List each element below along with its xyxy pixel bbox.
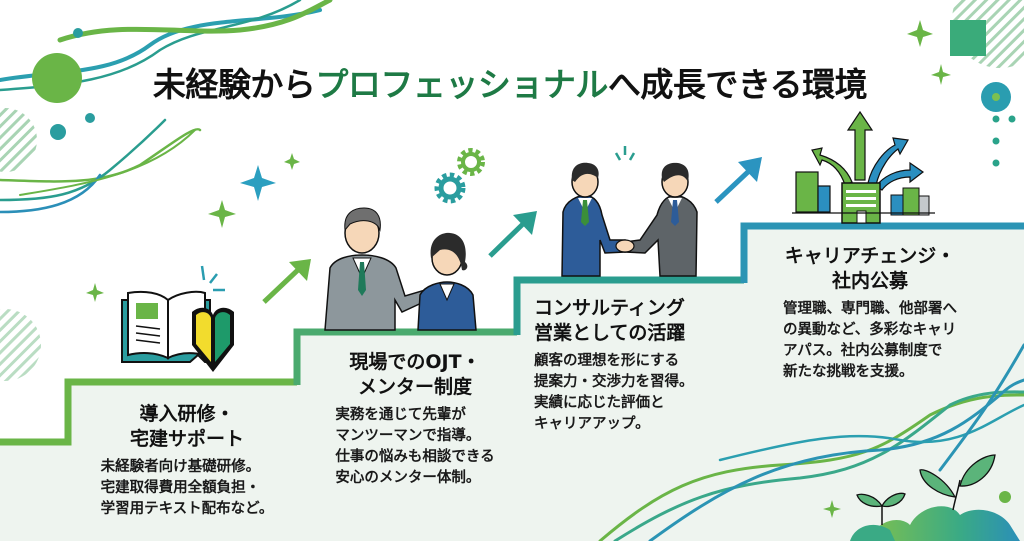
step-description-line: アパス。社内公募制度で [783, 343, 943, 359]
decor-dot [85, 113, 95, 123]
up-arrow-icon [488, 211, 537, 258]
step-description: 顧客の理想を形にする 提案力・交渉力を習得。 実績に応じた評価と キャリアアップ… [534, 351, 694, 435]
decor-dots [992, 115, 1016, 167]
step-heading-line: 営業としての活躍 [534, 322, 686, 344]
step-description-line: 実務を通じて先輩が [335, 407, 466, 423]
step-heading: 現場でのOJT・ メンター制度 [310, 350, 520, 400]
step-description-line: 管理職、専門職、他部署へ [783, 301, 957, 317]
step-heading: 導入研修・ 宅建サポート [82, 402, 292, 452]
decor-circle-green [32, 53, 82, 103]
step-3-card: コンサルティング 営業としての活躍 顧客の理想を形にする 提案力・交渉力を習得。… [534, 296, 734, 435]
step-4-card: キャリアチェンジ・ 社内公募 管理職、専門職、他部署へ の異動など、多彩なキャリ… [770, 244, 970, 383]
step-heading-line: 宅建サポート [129, 428, 244, 450]
sparkle-icons-right [907, 20, 951, 85]
handshake-icon [561, 146, 698, 277]
title-suffix: へ成長できる環境 [607, 65, 868, 104]
wave-lines-top-left [0, 0, 333, 214]
decor-square [950, 20, 986, 56]
staircase [0, 222, 1024, 541]
step-description-line: 宅建取得費用全額負担・ [100, 480, 261, 496]
step-heading-line: 現場でのOJT・ [349, 351, 481, 373]
up-arrow-icon [714, 157, 762, 204]
up-arrow-icon [262, 259, 311, 304]
step-description-line: キャリアアップ。 [534, 416, 650, 432]
step-description-line: 学習用テキスト配布など。 [100, 501, 274, 517]
title-accent: プロフェッショナル [315, 65, 608, 104]
step-heading-line: メンター制度 [357, 376, 472, 398]
wave-lines-bottom-right [598, 343, 1024, 541]
step-description: 管理職、専門職、他部署へ の異動など、多彩なキャリ アパス。社内公募制度で 新た… [783, 299, 957, 383]
mentor-and-junior-icon [324, 148, 485, 331]
title-prefix: 未経験から [152, 65, 316, 104]
step-description-line: マンツーマンで指導。 [335, 428, 481, 444]
step-description: 実務を通じて先輩が マンツーマンで指導。 仕事の悩みも相談できる 安心のメンター… [335, 405, 494, 489]
gear-icon [434, 172, 466, 204]
step-1-card: 導入研修・ 宅建サポート 未経験者向け基礎研修。 宅建取得費用全額負担・ 学習用… [82, 402, 292, 520]
page-title: 未経験からプロフェッショナルへ成長できる環境 [100, 58, 920, 106]
step-heading-line: キャリアチェンジ・ [784, 245, 956, 267]
step-heading-line: 導入研修・ [139, 403, 235, 425]
decor-dot [50, 124, 66, 140]
sparkle-icons-left [86, 153, 300, 302]
step-description-line: 仕事の悩みも相談できる [335, 449, 495, 465]
step-description: 未経験者向け基礎研修。 宅建取得費用全額負担・ 学習用テキスト配布など。 [101, 457, 274, 520]
step-2-card: 現場でのOJT・ メンター制度 実務を通じて先輩が マンツーマンで指導。 仕事の… [310, 350, 520, 489]
decor-dot [73, 28, 83, 38]
step-heading-line: コンサルティング [534, 297, 685, 319]
sprout-icon [823, 454, 1020, 541]
buildings-branching-arrows-icon [792, 110, 935, 224]
step-heading-line: 社内公募 [831, 270, 908, 292]
gear-icon [457, 148, 485, 176]
step-heading: コンサルティング 営業としての活躍 [534, 296, 734, 346]
step-description-line: 実績に応じた評価と [534, 395, 665, 411]
striped-circle [0, 108, 37, 172]
decor-dot [992, 93, 1000, 101]
step-description-line: 安心のメンター体制。 [335, 470, 481, 486]
step-heading: キャリアチェンジ・ 社内公募 [770, 244, 970, 294]
step-description-line: 顧客の理想を形にする [534, 353, 680, 369]
step-description-line: 未経験者向け基礎研修。 [100, 459, 261, 475]
step-description-line: 提案力・交渉力を習得。 [534, 374, 694, 390]
book-beginner-mark-icon [121, 265, 234, 372]
step-description-line: の異動など、多彩なキャリ [783, 322, 957, 338]
striped-circle [0, 309, 41, 381]
step-description-line: 新たな挑戦を支援。 [783, 364, 914, 380]
